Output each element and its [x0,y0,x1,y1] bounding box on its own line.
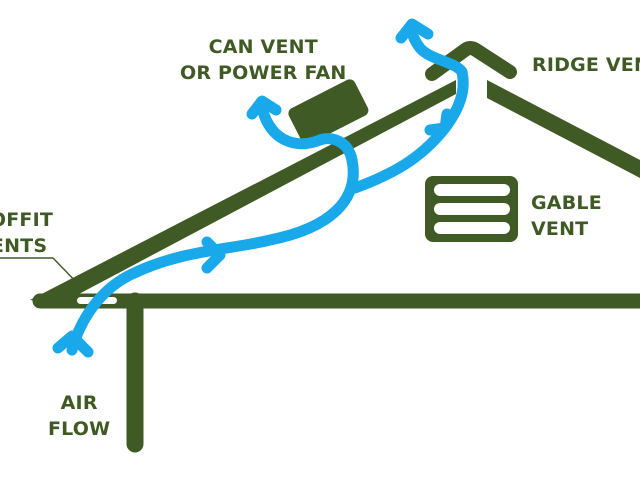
gable-vent [425,176,518,242]
gable-vent-label-line2: VENT [531,218,589,240]
soffit-vents-label: SOFFIT VENTS [0,207,54,259]
left-roof-eave [34,294,70,308]
airflow-arrow-midspan [201,236,226,274]
airflow-path-ridge-exit [406,24,468,78]
soffit-vents-label-line2: VENTS [0,235,48,257]
air-flow-label-line2: FLOW [48,418,111,440]
gable-vent-label-line1: GABLE [531,192,602,214]
air-flow-label: AIR FLOW [48,390,110,442]
ridge-vent-label: RIDGE VENT [532,52,640,78]
can-vent-label-line1: CAN VENT [208,36,318,58]
airflow-arrow-intake [52,330,94,358]
airflow-arrow-ridge-branch [424,108,453,136]
can-vent-box [288,79,369,145]
soffit-leader-diagonal [52,257,85,291]
gable-vent-label: GABLE VENT [531,190,602,242]
soffit-vents-label-line1: SOFFIT [0,209,54,231]
air-flow-label-line1: AIR [60,392,98,414]
can-vent-label: CAN VENT OR POWER FAN [180,34,346,86]
airflow-path-intake [66,133,359,356]
airflow-arrow-ridge-exit [395,18,434,44]
ridge-vent-cap [425,41,517,81]
right-roof-slope [487,80,640,178]
airflow-arrow-can-vent-exit [246,95,282,120]
ridge-vent-label-line1: RIDGE VENT [532,54,640,76]
can-vent-label-line2: OR POWER FAN [180,62,347,84]
left-roof-slope [30,80,456,304]
airflow-path-can-vent [256,102,326,150]
